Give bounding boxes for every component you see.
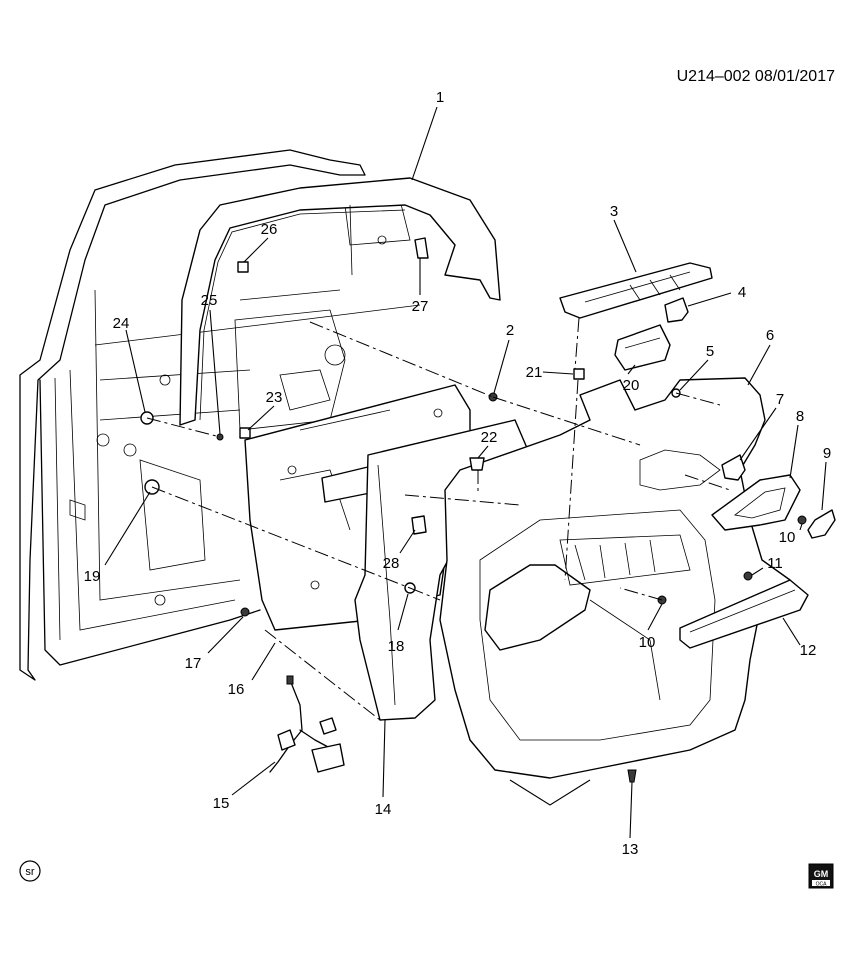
callout-10b: 10: [639, 634, 656, 651]
callout-1: 1: [436, 89, 444, 106]
part-window-switch: [614, 324, 671, 371]
callout-21: 21: [526, 364, 543, 381]
callout-24: 24: [113, 315, 130, 332]
part-lock-switch: [664, 297, 689, 323]
gm-oca-logo: GM OCA: [808, 863, 834, 889]
fastener-10a: [797, 515, 807, 525]
part-armrest-cover: [679, 579, 809, 649]
gm-logo-text: GM: [814, 869, 829, 879]
callout-9: 9: [823, 445, 831, 462]
callout-19: 19: [84, 568, 101, 585]
callout-17: 17: [185, 655, 202, 672]
fastener-27: [414, 237, 429, 259]
callout-20: 20: [623, 377, 640, 394]
callout-15: 15: [213, 795, 230, 812]
fastener-22: [469, 457, 485, 471]
fastener-28: [411, 515, 427, 535]
callout-2: 2: [506, 322, 514, 339]
callout-14: 14: [375, 801, 392, 818]
callout-18: 18: [388, 638, 405, 655]
callout-12: 12: [800, 642, 817, 659]
part-door-trim-panel: [439, 377, 791, 779]
callout-11: 11: [767, 555, 783, 572]
fastener-21: [573, 368, 585, 380]
callout-26: 26: [261, 221, 278, 238]
callout-4: 4: [738, 284, 746, 301]
part-inside-handle: [711, 474, 801, 531]
callout-28: 28: [383, 555, 400, 572]
callout-27: 27: [412, 298, 429, 315]
callout-8: 8: [796, 408, 804, 425]
callout-5: 5: [706, 343, 714, 360]
sr-badge: sr: [19, 860, 41, 882]
fastener-26: [237, 261, 249, 273]
callout-7: 7: [776, 391, 784, 408]
callout-10a: 10: [779, 529, 796, 546]
part-handle-bracket: [721, 454, 746, 481]
fastener-17: [240, 607, 250, 617]
fastener-23: [239, 427, 251, 439]
fastener-13: [627, 769, 637, 783]
callout-16: 16: [228, 681, 245, 698]
callout-25: 25: [201, 292, 218, 309]
oca-logo-text: OCA: [816, 882, 828, 888]
callout-23: 23: [266, 389, 283, 406]
fasteners: [140, 237, 807, 783]
fastener-11: [743, 571, 753, 581]
callout-3: 3: [610, 203, 618, 220]
sr-badge-text: sr: [25, 866, 35, 878]
alignment-lines: [146, 317, 731, 721]
callout-labels: 1 2 3 4 5 6 7 8 9 10 10 11 12 13 14 15 1…: [84, 89, 832, 858]
leader-lines: [104, 106, 827, 839]
part-handle-cap: [807, 509, 836, 539]
callout-22: 22: [481, 429, 498, 446]
part-wire-harness: [269, 675, 345, 773]
part-window-frame-molding: [179, 177, 501, 426]
callout-13: 13: [622, 841, 639, 858]
callout-6: 6: [766, 327, 774, 344]
part-switch-bezel: [559, 262, 713, 319]
diagram-reference: U214–002 08/01/2017: [677, 68, 835, 85]
